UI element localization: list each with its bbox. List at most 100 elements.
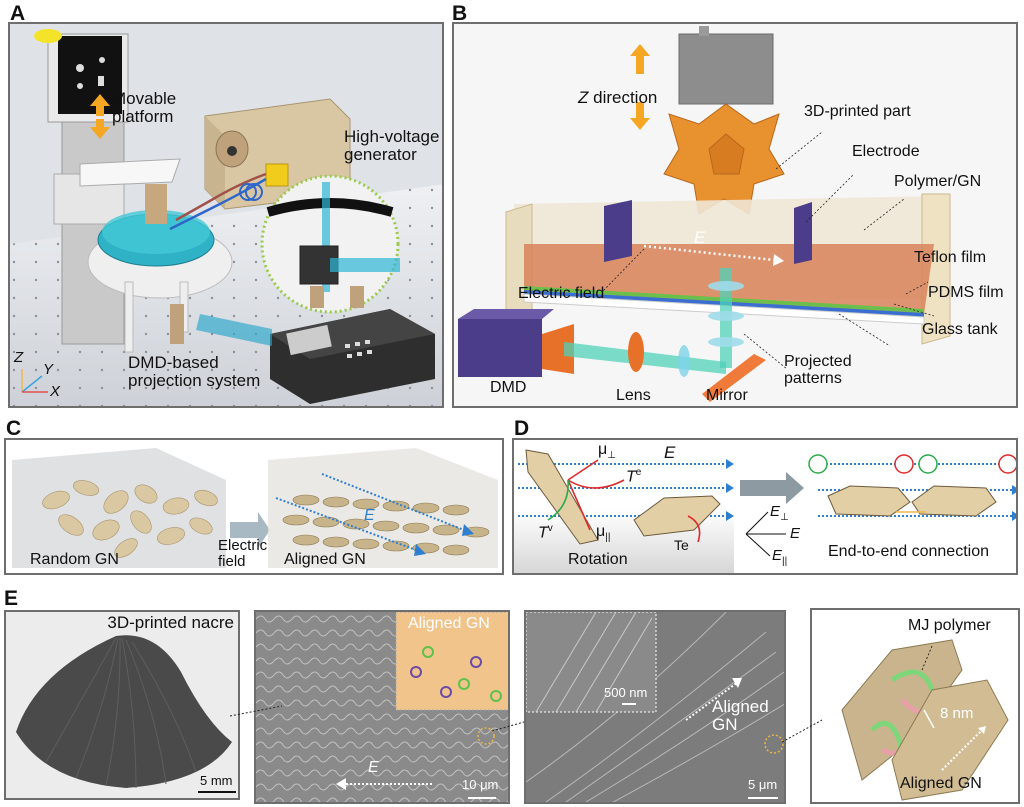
e-par-vector xyxy=(745,533,771,557)
transition-arrow xyxy=(230,512,270,548)
pdms-label: PDMS film xyxy=(928,284,1004,301)
gn-inset xyxy=(395,612,508,711)
field-line-1 xyxy=(321,473,465,531)
minus-charge-1 xyxy=(808,454,828,474)
highlight-circle xyxy=(477,727,495,745)
glass-tank-label: Glass tank xyxy=(922,321,998,338)
right-electrode xyxy=(794,202,812,264)
connected-flake-1 xyxy=(827,485,911,517)
panel-a: Movable platform High-voltage generator … xyxy=(8,22,444,408)
dmd-label: DMD xyxy=(490,379,527,396)
plus-charge-2 xyxy=(998,454,1016,474)
e-par-label: E|| xyxy=(772,547,788,567)
rotation-label: Rotation xyxy=(568,551,628,568)
hv-connector xyxy=(265,163,289,187)
torque-v-label: Tv xyxy=(538,523,553,542)
highlight-circle-2 xyxy=(764,734,784,754)
mu-par-arrow xyxy=(567,479,591,531)
random-gn-label: Random GN xyxy=(30,551,119,568)
scale-10um-label: 10 μm xyxy=(462,777,499,792)
left-electrode xyxy=(604,200,632,262)
aligned-gn-label: Aligned GN xyxy=(284,551,366,568)
z-up-arrow-icon xyxy=(630,44,650,74)
torque-e2-label: Te xyxy=(674,537,689,553)
sem-inset xyxy=(526,612,657,713)
printed-part-label: 3D-printed part xyxy=(804,103,911,120)
panel-d-label: D xyxy=(514,417,530,440)
d-field-symbol: E xyxy=(664,443,676,462)
axis-y-label: Y xyxy=(43,361,54,378)
sem-aligned-gn-label: Aligned GN xyxy=(712,697,769,734)
light-beam xyxy=(196,314,272,346)
high-voltage-label: High-voltage generator xyxy=(344,127,440,164)
mirror-label: Mirror xyxy=(706,387,748,404)
e-perp-vector xyxy=(745,511,769,535)
beam-horizontal xyxy=(564,342,726,374)
scale-500nm-label: 500 nm xyxy=(604,685,648,700)
lens-label: Lens xyxy=(616,387,651,404)
mu-perp-label: μ⊥ xyxy=(598,441,616,462)
scale-5um-label: 5 μm xyxy=(748,777,778,792)
gn-stack-back xyxy=(841,639,963,781)
sem-image-1: Aligned GN E 10 μm xyxy=(254,610,510,804)
torque-v-arrow xyxy=(547,479,569,521)
end-to-end-label: End-to-end connection xyxy=(828,543,989,560)
up-arrow-icon xyxy=(90,94,110,116)
movable-platform-label: Movable platform xyxy=(112,89,177,126)
lens-1 xyxy=(628,332,644,372)
e-label: E xyxy=(790,525,801,542)
yellow-knob xyxy=(34,29,62,43)
connected-flake-2 xyxy=(911,485,997,517)
panel-b: Z direction 3D-printed part Electrode Po… xyxy=(452,22,1018,408)
gn-stack-front xyxy=(891,679,1009,801)
electrode-label: Electrode xyxy=(852,143,920,160)
e-field-arrow xyxy=(643,244,775,262)
flat-flake xyxy=(633,495,721,537)
nacre-photo: 3D-printed nacre 5 mm xyxy=(4,610,240,800)
dmd-box xyxy=(458,319,542,377)
torque-e-arrow xyxy=(567,479,625,489)
axis-x-label: X xyxy=(50,383,61,400)
axis-z-label: Z xyxy=(14,349,24,366)
aligned-arrow xyxy=(685,681,739,721)
inset-aligned-gn-label: Aligned GN xyxy=(408,615,490,632)
gn-alignment-illustration xyxy=(12,448,498,568)
teflon-label: Teflon film xyxy=(914,249,987,266)
panel-c-label: C xyxy=(6,417,22,440)
spacing-arrow xyxy=(923,709,935,729)
mu-perp-arrow xyxy=(567,459,599,481)
nacre-shell xyxy=(16,635,232,788)
y-axis-arrow xyxy=(21,375,43,393)
panel-c: E Random GN Electric field Aligned GN xyxy=(4,438,504,575)
control-panel xyxy=(58,36,122,114)
sem-field-symbol: E xyxy=(368,759,379,776)
lens-2 xyxy=(678,345,690,377)
panel-a-label: A xyxy=(10,2,26,25)
scale-5mm-label: 5 mm xyxy=(200,773,233,788)
build-platform xyxy=(678,33,774,105)
nanostructure-model: MJ polymer 8 nm Aligned GN xyxy=(810,608,1020,804)
minus-charge-2 xyxy=(918,454,938,474)
transition-arrow xyxy=(740,472,804,504)
spacing-label: 8 nm xyxy=(940,705,974,722)
gn-direction-arrow xyxy=(941,729,983,771)
aligned-gn-box xyxy=(268,448,498,568)
field-line-2 xyxy=(275,497,417,551)
panel-e-label: E xyxy=(4,587,19,610)
torque-e2-arrow xyxy=(687,515,701,543)
c-field-symbol: E xyxy=(364,507,375,524)
printed-part xyxy=(663,103,785,215)
e-perp-label: E⊥ xyxy=(770,503,789,523)
z-direction-label: Z direction xyxy=(578,88,658,107)
projected-patterns-label: Projected patterns xyxy=(784,353,852,387)
printer-schematic xyxy=(458,26,951,402)
aligned-gn-flakes xyxy=(282,494,490,556)
mirror xyxy=(702,354,766,402)
plus-charge-1 xyxy=(894,454,914,474)
platform-arm xyxy=(79,158,181,187)
electric-field-label: Electric field xyxy=(518,285,605,302)
z-down-arrow-icon xyxy=(630,102,650,130)
nacre-label: 3D-printed nacre xyxy=(107,613,234,632)
setup-illustration xyxy=(10,29,442,406)
mj-polymer-label: MJ polymer xyxy=(908,617,991,634)
